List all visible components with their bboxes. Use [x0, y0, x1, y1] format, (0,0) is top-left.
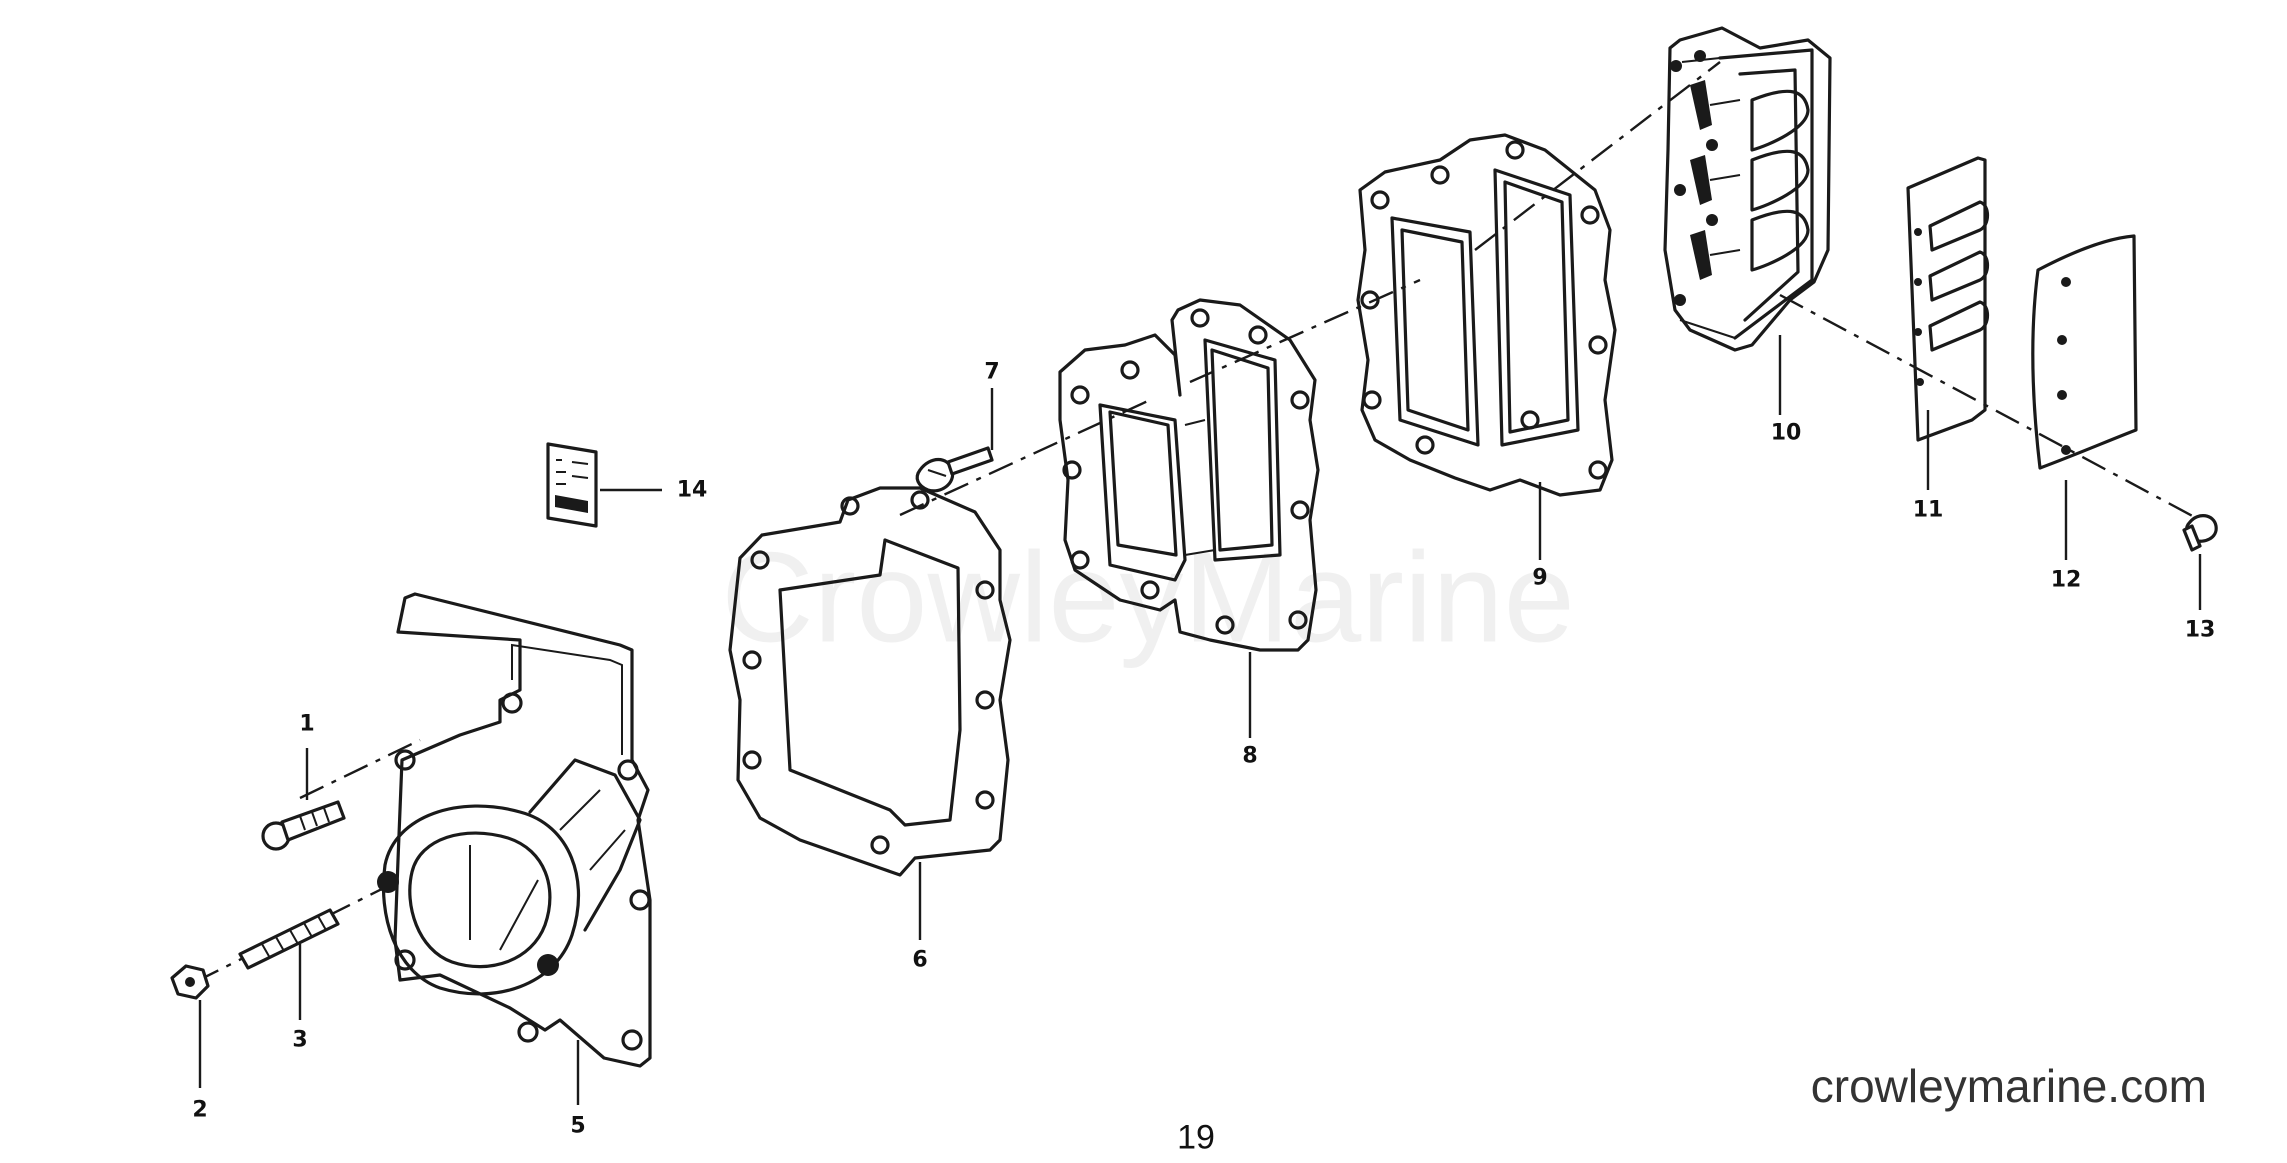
callout-7: 7	[984, 359, 1000, 385]
part-2-nut	[170, 964, 210, 1000]
part-6-gasket	[728, 486, 1012, 877]
callout-10: 10	[1770, 420, 1802, 446]
part-9-gasket	[1356, 133, 1617, 497]
leader-lines	[198, 335, 2202, 1105]
part-7-screw	[915, 446, 994, 493]
callout-8: 8	[1242, 743, 1258, 769]
callout-1: 1	[299, 711, 315, 737]
part-12-reed-stop	[2031, 234, 2138, 470]
callout-2: 2	[192, 1097, 208, 1123]
callout-5: 5	[570, 1113, 586, 1139]
part-8-reed-plate	[1058, 298, 1320, 652]
part-13-screw	[2182, 514, 2218, 552]
part-14-decal	[546, 442, 598, 528]
callout-11: 11	[1912, 497, 1944, 523]
part-5-intake-adapter	[377, 592, 652, 1068]
callout-6: 6	[912, 947, 928, 973]
part-11-reed	[1906, 156, 1990, 442]
site-url: crowleymarine.com	[1810, 1060, 2207, 1112]
callout-9: 9	[1532, 565, 1548, 591]
page-number: 19	[1177, 1118, 1215, 1157]
part-10-reed-block	[1663, 26, 1832, 352]
part-1-bolt	[261, 800, 346, 851]
callout-3: 3	[292, 1027, 308, 1053]
alignment-axes	[194, 61, 2201, 984]
callout-12: 12	[2050, 567, 2082, 593]
callout-14: 14	[676, 477, 708, 503]
callout-13: 13	[2184, 617, 2216, 643]
part-3-stud	[238, 908, 340, 970]
